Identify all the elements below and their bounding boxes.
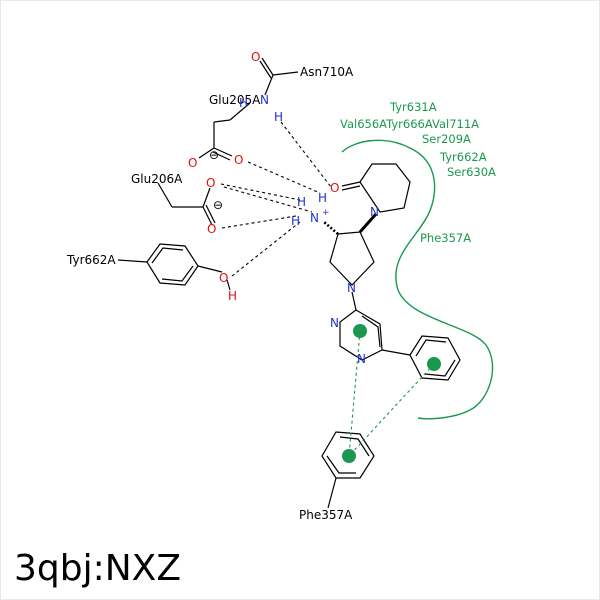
residue-phe357-bottom-label: Phe357A	[299, 508, 353, 522]
ligand-caption: 3qbj:NXZ	[14, 548, 181, 589]
atom-o1-glu206: O	[206, 176, 215, 190]
residue-asn710-label: Asn710A	[300, 65, 354, 79]
atom-o2-glu206: O	[207, 222, 216, 236]
atom-n1-pyrimidine: N	[330, 316, 339, 330]
pocket-label-phe357: Phe357A	[420, 231, 471, 245]
phenyl-centroid	[427, 357, 441, 371]
hbond-lines	[220, 121, 332, 277]
phenyl-ring	[409, 335, 461, 381]
charge-glu206: ⊖	[213, 198, 223, 212]
phe357-centroid	[342, 449, 356, 463]
residue-tyr662-label: Tyr662A	[66, 253, 116, 267]
hydrophobic-contact-curve	[341, 139, 494, 420]
pyrimidine-centroid	[353, 324, 367, 338]
atom-o2-glu205: O	[234, 153, 243, 167]
atom-o-piperidinone: O	[330, 181, 339, 195]
atom-o-asn710: O	[251, 50, 260, 64]
asn710-sidechain	[259, 57, 299, 96]
atom-h-asn710-b: H	[274, 110, 283, 124]
pyrrolidine-ring	[323, 213, 378, 311]
atom-h-tyr662: H	[228, 289, 237, 303]
pocket-label-tyr662: Tyr662A	[439, 150, 487, 164]
phe357-ring	[321, 431, 375, 509]
atom-n2-pyrimidine: N	[357, 352, 366, 366]
pocket-label-tyr631: Tyr631A	[389, 100, 437, 114]
atom-h2-amine: H	[318, 191, 327, 205]
atom-n-pyrrolidine: N	[347, 281, 356, 295]
residue-glu206-label: Glu206A	[131, 172, 183, 186]
pocket-label-ser209: Ser209A	[422, 132, 471, 146]
glu206-sidechain	[157, 182, 216, 226]
atom-n-piperidinone: N	[370, 205, 379, 219]
glu205-sidechain	[198, 102, 251, 161]
piperidinone-ring	[341, 163, 411, 213]
pocket-label-val656-tyr666-val711: Val656ATyr666AVal711A	[340, 117, 479, 131]
atom-nplus-amine: N	[310, 211, 319, 225]
atom-h1-amine: H	[297, 195, 306, 209]
atom-n-asn710: N	[260, 93, 269, 107]
atom-o1-glu205: O	[188, 156, 197, 170]
tyr662-ring	[117, 243, 231, 291]
atom-h3-amine: H	[291, 214, 300, 228]
atom-plus-amine: +	[322, 208, 330, 218]
charge-glu205: ⊖	[209, 148, 219, 162]
pocket-label-ser630: Ser630A	[447, 165, 496, 179]
residue-glu205-label: Glu205A	[209, 93, 261, 107]
atom-h-asn710-a: H	[239, 96, 248, 110]
atom-o-tyr662: O	[219, 271, 228, 285]
pi-stacking-lines	[348, 330, 435, 457]
pyrimidine-ring	[339, 309, 411, 361]
